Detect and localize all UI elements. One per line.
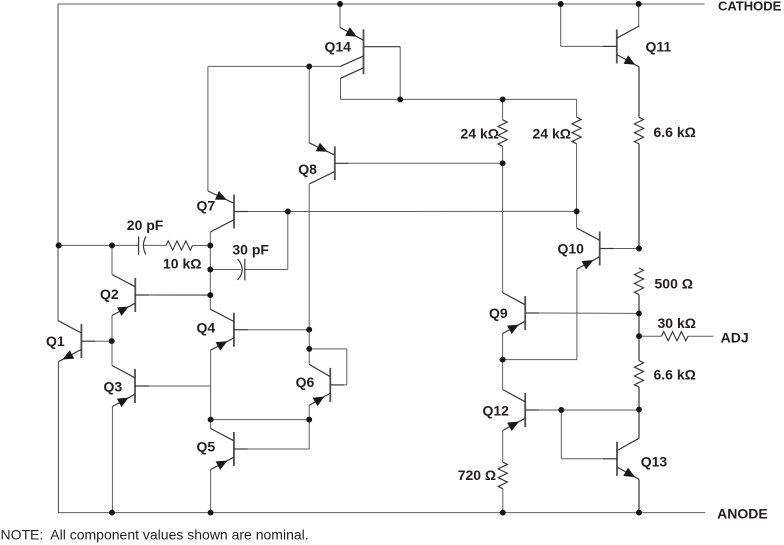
svg-text:Q6: Q6 — [296, 374, 315, 390]
svg-text:NOTE: All component values sh: NOTE: All component values shown are nom… — [1, 526, 309, 542]
svg-text:CATHODE: CATHODE — [718, 0, 782, 13]
svg-text:ADJ: ADJ — [721, 329, 749, 345]
svg-text:720 Ω: 720 Ω — [458, 467, 496, 483]
svg-text:500 Ω: 500 Ω — [655, 276, 693, 292]
svg-text:6.6 kΩ: 6.6 kΩ — [654, 124, 696, 140]
svg-text:Q11: Q11 — [646, 39, 672, 55]
svg-text:Q5: Q5 — [197, 439, 216, 455]
svg-text:Q10: Q10 — [558, 241, 585, 257]
svg-text:ANODE: ANODE — [717, 506, 768, 522]
svg-text:10 kΩ: 10 kΩ — [163, 256, 201, 272]
svg-text:Q14: Q14 — [325, 39, 352, 55]
svg-text:Q7: Q7 — [197, 198, 216, 214]
svg-text:Q4: Q4 — [197, 320, 216, 336]
svg-text:Q2: Q2 — [100, 286, 119, 302]
svg-text:Q13: Q13 — [641, 454, 668, 470]
svg-text:24 kΩ: 24 kΩ — [461, 126, 499, 142]
svg-text:Q12: Q12 — [483, 403, 510, 419]
svg-text:30 pF: 30 pF — [232, 242, 269, 258]
svg-text:Q8: Q8 — [298, 161, 317, 177]
svg-text:Q3: Q3 — [104, 379, 123, 395]
svg-text:Q1: Q1 — [46, 333, 65, 349]
svg-text:24 kΩ: 24 kΩ — [533, 126, 571, 142]
svg-text:Q9: Q9 — [489, 305, 508, 321]
svg-text:30 kΩ: 30 kΩ — [658, 315, 696, 331]
svg-text:6.6 kΩ: 6.6 kΩ — [654, 367, 696, 383]
svg-text:20 pF: 20 pF — [127, 217, 164, 233]
